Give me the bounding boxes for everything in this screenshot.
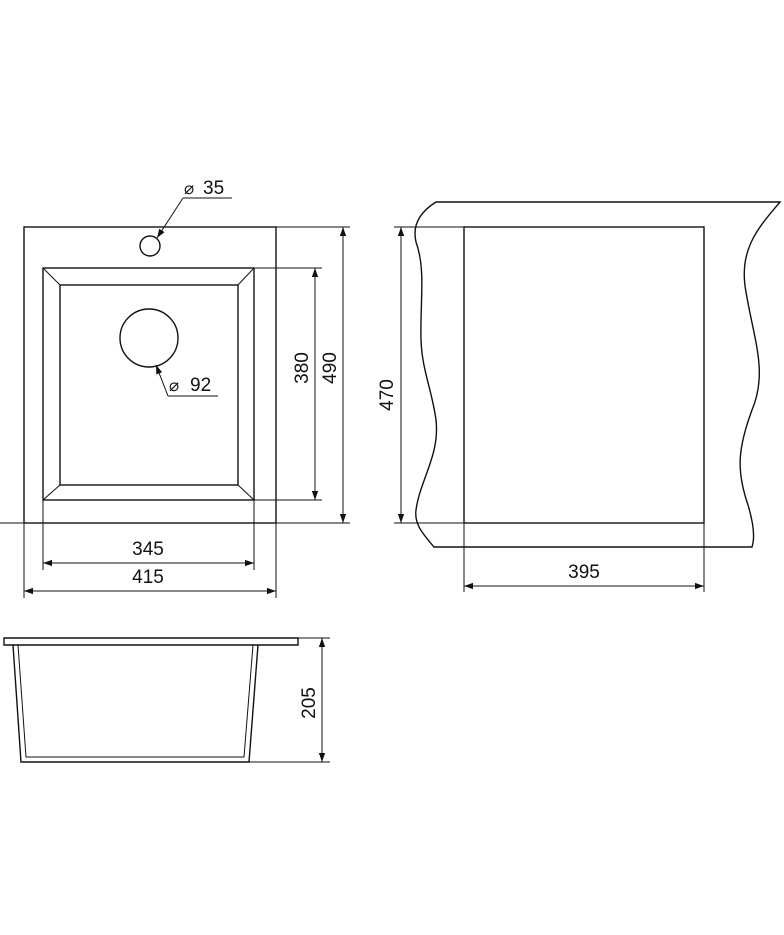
cutout-outline xyxy=(463,226,705,524)
bowl-bevel-lines xyxy=(42,267,255,501)
cabinet-extension-lines xyxy=(394,226,705,592)
dimension-overall-width-label: 415 xyxy=(132,567,164,588)
tap-hole-diameter-label: 35 xyxy=(203,178,224,199)
dimension-cutout-width-label: 395 xyxy=(568,562,600,583)
drain-hole-diameter-label: 92 xyxy=(190,375,211,396)
countertop-outline xyxy=(414,201,782,548)
dimension-overall-width: 415 xyxy=(24,567,276,595)
dimension-cutout-width: 395 xyxy=(464,562,704,590)
tap-hole-callout: ⌀ 35 xyxy=(156,178,232,239)
cabinet-cutout-view: 470 395 xyxy=(377,201,782,592)
dimension-bowl-width-label: 345 xyxy=(132,539,164,560)
bowl-inner-outline xyxy=(59,284,239,486)
dimension-cutout-height: 470 xyxy=(377,227,405,523)
dimension-bowl-height-label: 380 xyxy=(292,352,313,384)
side-rim-outline xyxy=(3,637,299,646)
dimension-overall-height-label: 490 xyxy=(320,352,341,384)
dimension-bowl-height: 380 xyxy=(292,268,319,500)
top-view-extension-lines xyxy=(0,226,350,598)
side-bowl-outline xyxy=(12,644,259,763)
drain-hole-diameter-symbol: ⌀ xyxy=(169,376,179,395)
dimension-overall-height: 490 xyxy=(320,227,347,523)
dimension-cutout-height-label: 470 xyxy=(377,379,398,411)
dimension-bowl-depth-label: 205 xyxy=(299,687,320,719)
drain-hole-callout: ⌀ 92 xyxy=(155,364,218,397)
sink-top-view: ⌀ 35 ⌀ 92 380 490 xyxy=(0,178,350,598)
bowl-outer-outline xyxy=(42,267,255,501)
side-bowl-inner-outline xyxy=(17,644,254,758)
drain-hole xyxy=(119,308,179,368)
tap-hole xyxy=(139,235,161,257)
tap-hole-diameter-symbol: ⌀ xyxy=(184,179,194,198)
dimension-bowl-depth: 205 xyxy=(299,638,326,762)
sink-side-view: 205 xyxy=(3,637,330,763)
dimension-bowl-width: 345 xyxy=(43,539,254,567)
